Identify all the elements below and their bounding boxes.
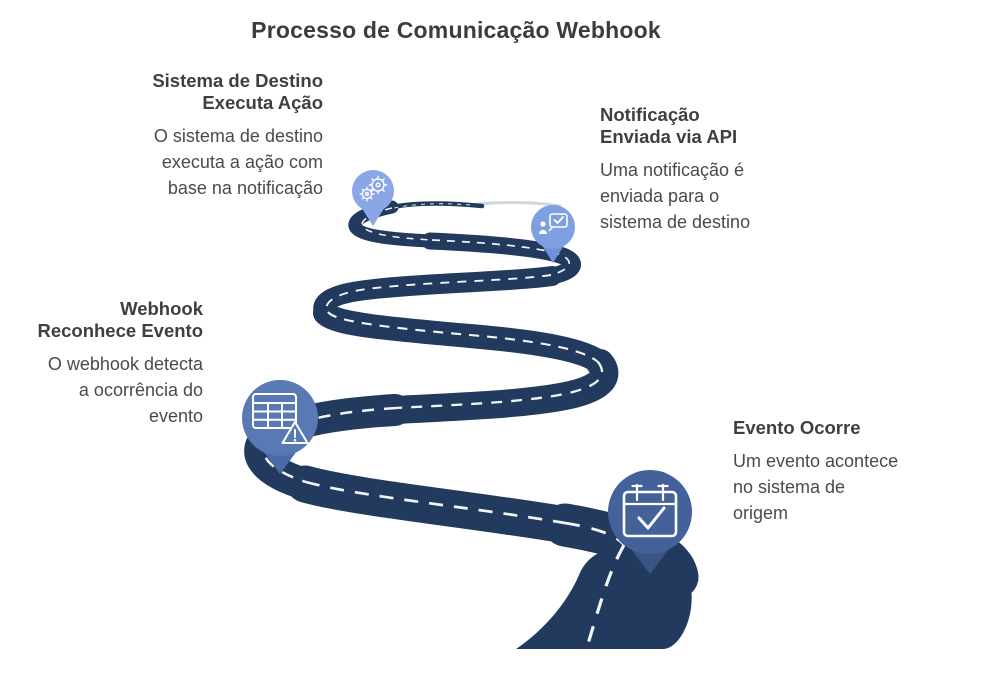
step-description: Um evento acontece no sistema de origem — [733, 451, 899, 523]
step-title: Sistema de Destino Executa Ação — [152, 70, 323, 113]
step-label-webhook: Webhook Reconhece Evento O webhook detec… — [15, 298, 203, 429]
road — [244, 200, 699, 649]
step-title: Evento Ocorre — [733, 417, 861, 438]
pin-head — [608, 470, 692, 554]
step-label-evento-ocorre: Evento Ocorre Um evento acontece no sist… — [733, 417, 933, 526]
step-title: Webhook Reconhece Evento — [37, 298, 203, 341]
step-label-notificacao: Notificação Enviada via API Uma notifica… — [600, 104, 790, 235]
step-description: Uma notificação é enviada para o sistema… — [600, 160, 751, 232]
pin-message — [531, 205, 575, 263]
pin-table — [242, 380, 318, 474]
step-description: O webhook detecta a ocorrência do evento — [47, 354, 203, 426]
pin-head — [352, 170, 394, 212]
bottom-cut-mask — [0, 649, 984, 695]
message-check-person-icon — [539, 213, 568, 234]
step-description: O sistema de destino executa a ação com … — [153, 126, 323, 198]
road-bottom-flare — [516, 545, 692, 649]
pin-gears — [352, 170, 394, 226]
table-alert-icon — [252, 393, 309, 444]
gears-icon — [359, 175, 388, 202]
page-title: Processo de Comunicação Webhook — [251, 17, 661, 43]
pin-calendar — [608, 470, 692, 574]
step-label-executa-acao: Sistema de Destino Executa Ação O sistem… — [95, 70, 323, 201]
step-title: Notificação Enviada via API — [600, 104, 738, 147]
calendar-check-icon — [622, 483, 678, 538]
